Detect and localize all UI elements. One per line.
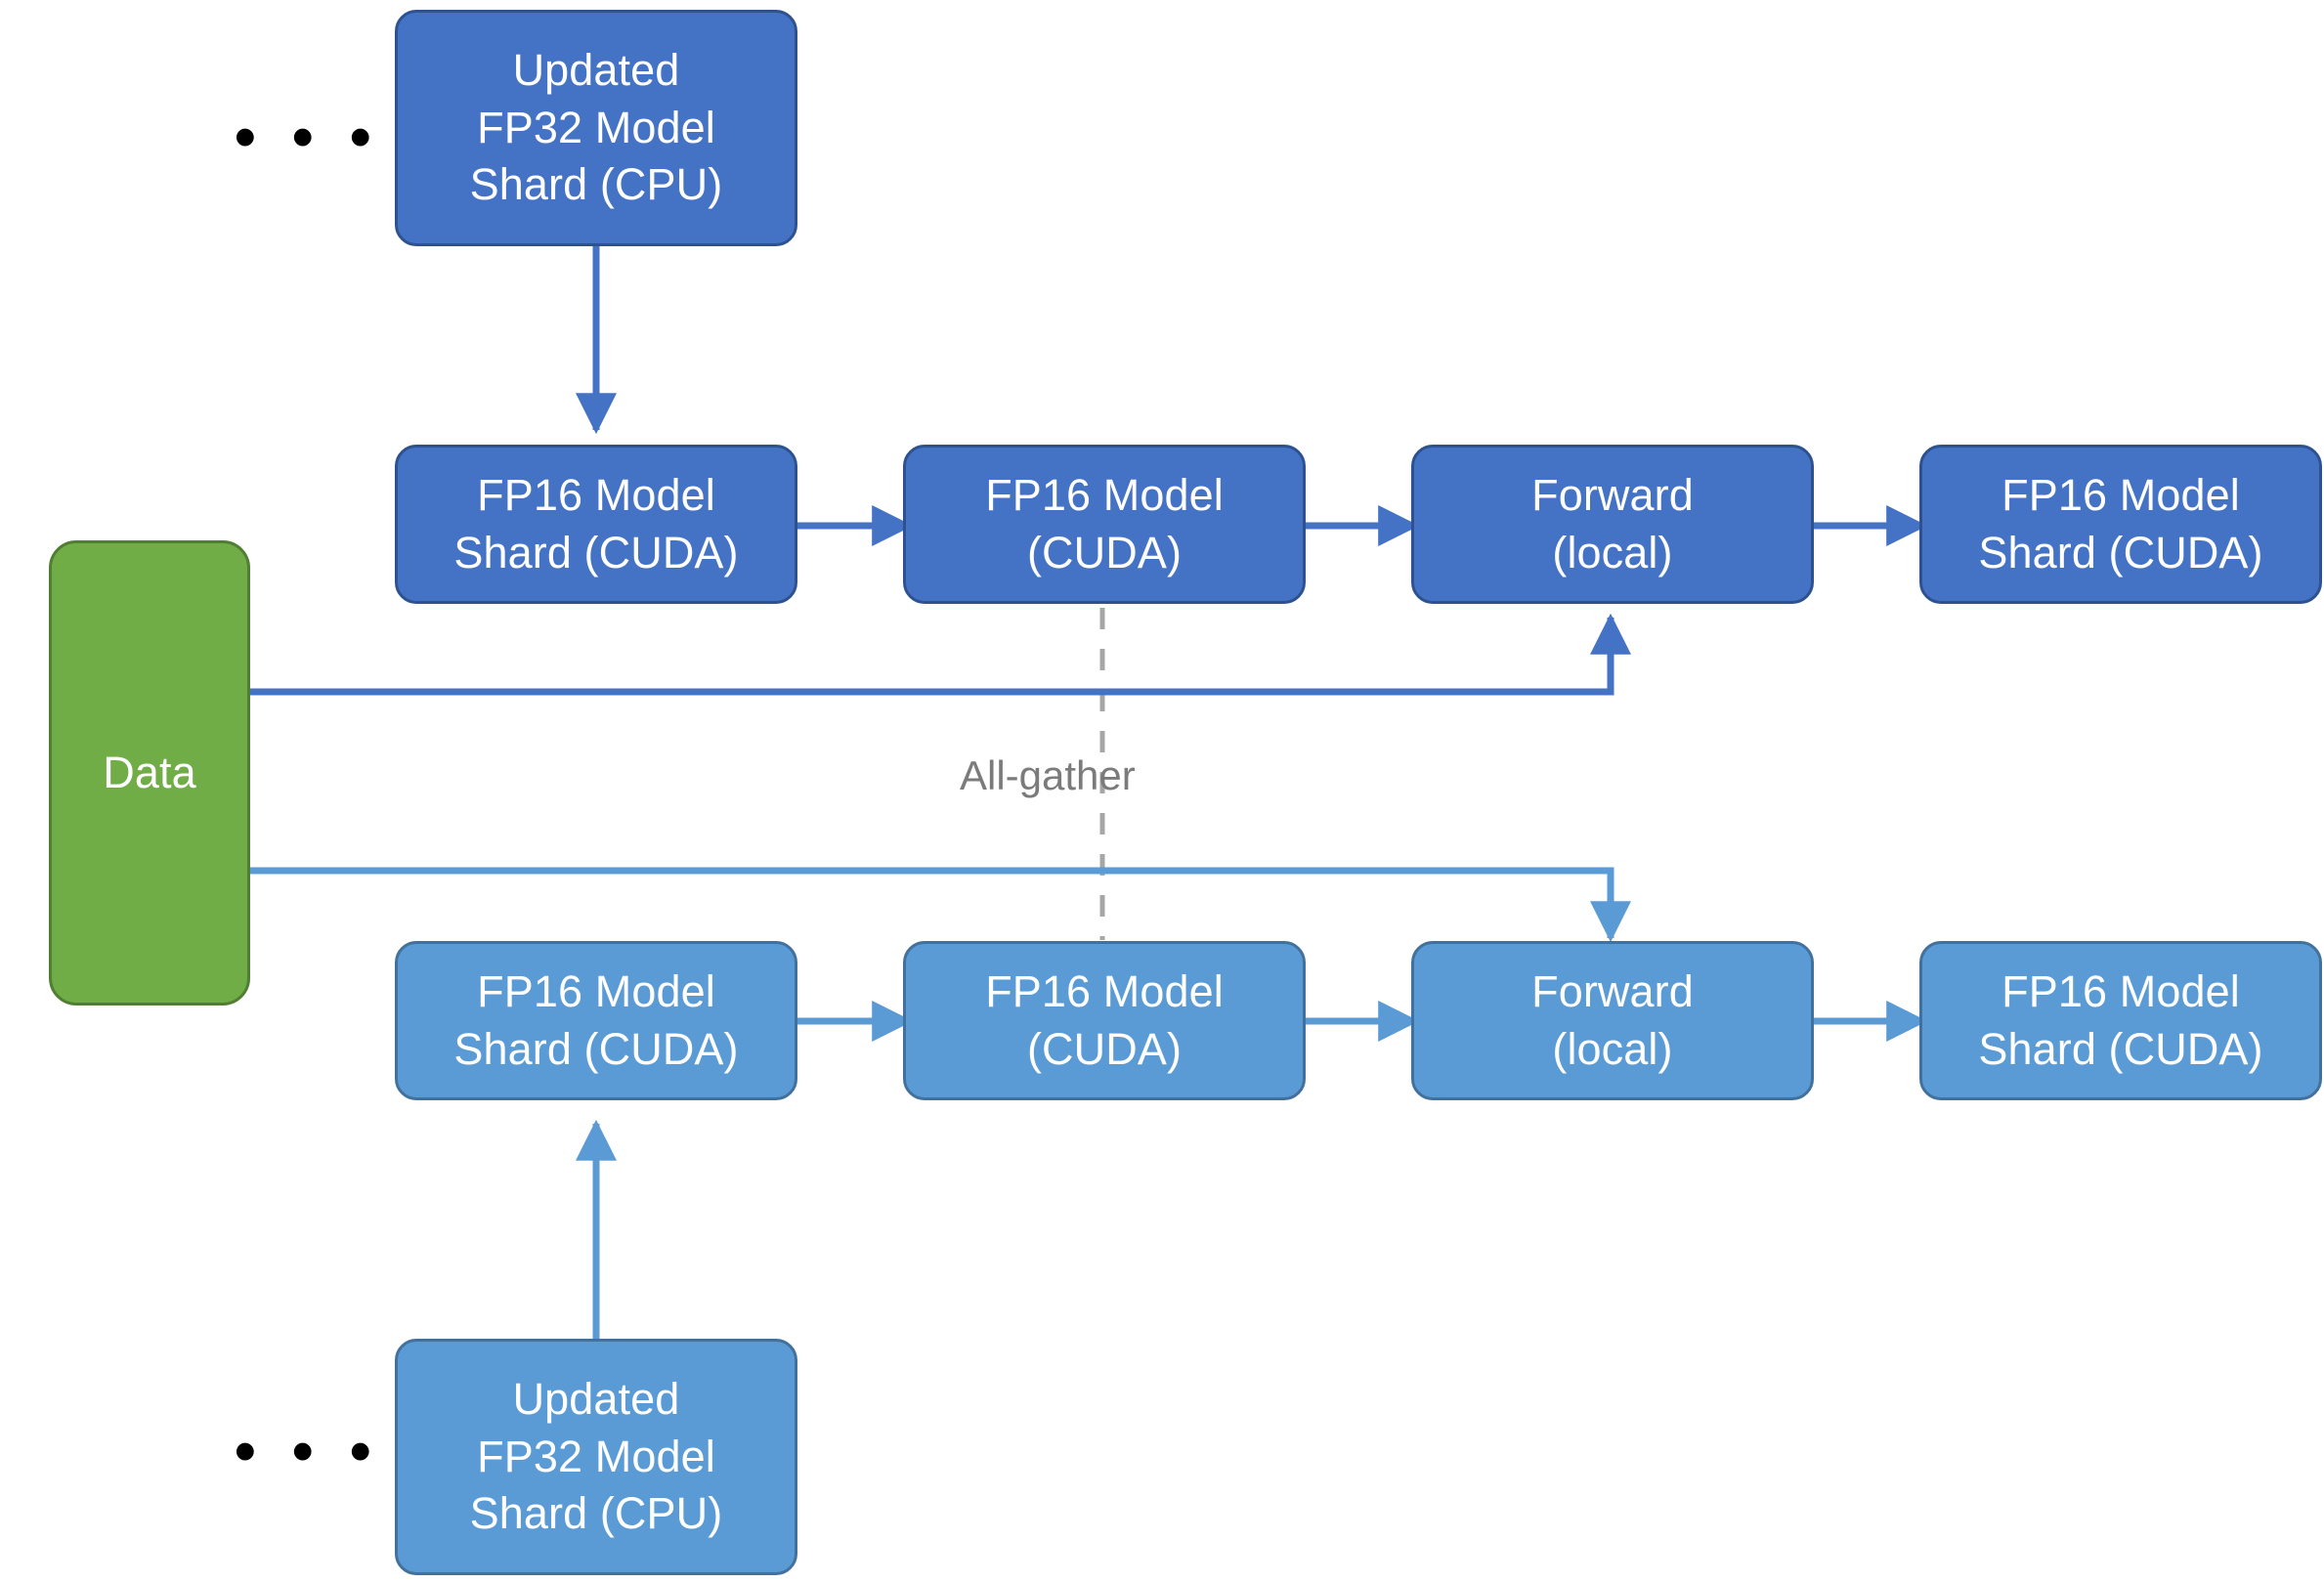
node-bot-fp16-model-shard-cuda-output[interactable]: FP16 Model Shard (CUDA) [1919, 941, 2322, 1100]
node-data[interactable]: Data [49, 540, 250, 1005]
node-top-fp16-model-cuda[interactable]: FP16 Model (CUDA) [903, 445, 1306, 604]
bottom-ellipsis: • • • [235, 1418, 381, 1485]
edge-label-all-gather: All-gather [960, 752, 1136, 798]
node-bot-updated-fp32-model-shard-cpu[interactable]: Updated FP32 Model Shard (CPU) [395, 1339, 797, 1575]
node-bot-forward-local[interactable]: Forward (local) [1411, 941, 1814, 1100]
edge-data-to-top-forward [250, 613, 1631, 696]
node-bot-fp16-model-shard-cuda[interactable]: FP16 Model Shard (CUDA) [395, 941, 797, 1100]
node-bot-fp16-model-cuda[interactable]: FP16 Model (CUDA) [903, 941, 1306, 1100]
node-top-fp16-model-shard-cuda-output[interactable]: FP16 Model Shard (CUDA) [1919, 445, 2322, 604]
top-ellipsis: • • • [235, 104, 381, 171]
edge-data-to-bottom-forward [250, 867, 1631, 943]
node-top-forward-local[interactable]: Forward (local) [1411, 445, 1814, 604]
node-top-fp16-model-shard-cuda[interactable]: FP16 Model Shard (CUDA) [395, 445, 797, 604]
node-top-updated-fp32-model-shard-cpu[interactable]: Updated FP32 Model Shard (CPU) [395, 10, 797, 246]
